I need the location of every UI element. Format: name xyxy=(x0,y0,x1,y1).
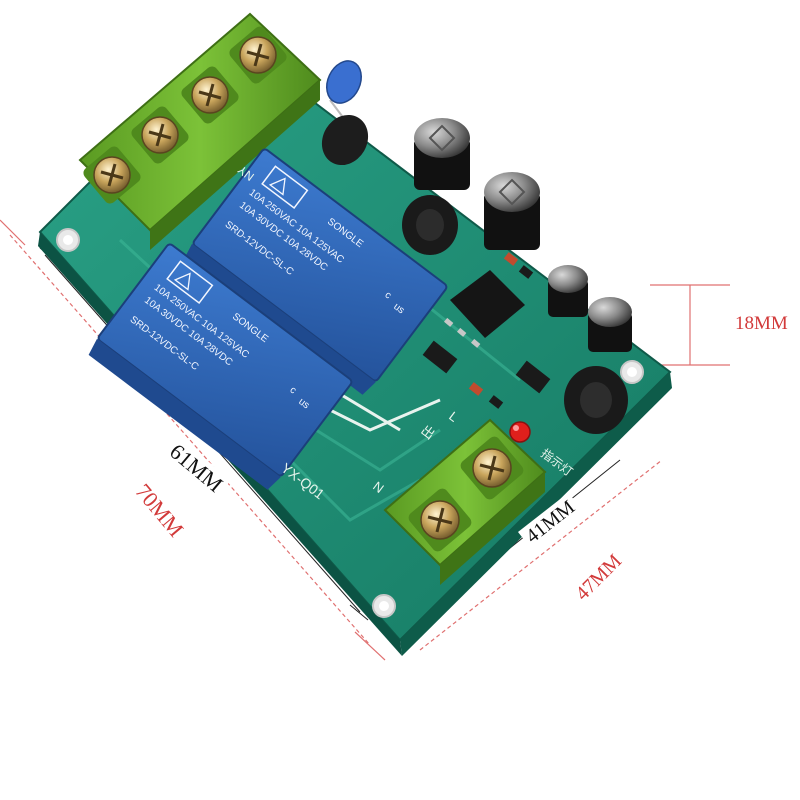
dimension-lines-outer xyxy=(0,219,730,661)
relay-lower: SONGLE 10A 250VAC 10A 125VAC 10A 30VDC 1… xyxy=(88,243,353,490)
dimension-height: 18MM xyxy=(735,313,788,334)
relay-lower-cert: c xyxy=(288,385,299,397)
inductors xyxy=(402,195,628,434)
ic-chip xyxy=(444,270,525,348)
relay-upper-logo-icon xyxy=(261,165,309,209)
terminal-block-input xyxy=(78,12,322,250)
relay-upper: SONGLE 10A 250VAC 10A 125VAC 10A 30VDC 1… xyxy=(183,148,448,395)
ceramic-capacitor xyxy=(326,60,362,121)
terminal-screws-top xyxy=(83,26,287,204)
led-indicator-icon xyxy=(509,421,531,443)
smd-components xyxy=(422,252,551,409)
relay-lower-logo-icon xyxy=(166,260,214,304)
relay-upper-cert: c xyxy=(383,290,394,302)
electrolytic-capacitors xyxy=(414,118,632,352)
terminal-block-output xyxy=(383,418,547,585)
mounting-holes xyxy=(56,228,644,618)
transistor xyxy=(321,114,369,166)
